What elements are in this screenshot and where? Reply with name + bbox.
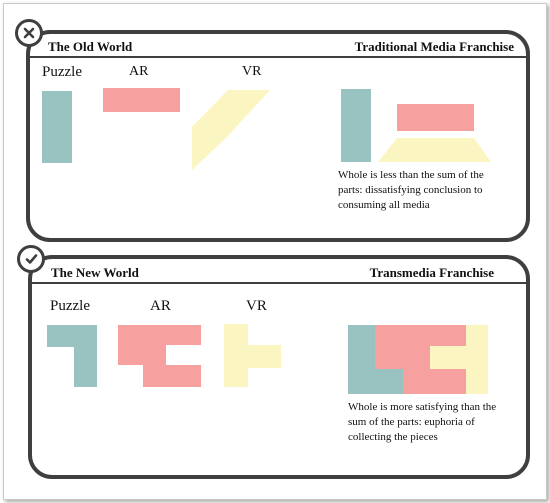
new-ar-piece <box>118 325 201 387</box>
new-world-caption: Whole is more satisfying than the sum of… <box>348 401 497 443</box>
old-combined-ar <box>397 104 474 131</box>
new-world-header-rule <box>32 282 526 284</box>
new-puzzle-label: Puzzle <box>50 298 90 314</box>
new-world-title: The New World <box>51 265 139 280</box>
checkmark-icon <box>17 245 45 273</box>
old-combined-puzzle <box>341 89 371 162</box>
new-combined-vr <box>430 325 488 394</box>
new-world-franchise-title: Transmedia Franchise <box>369 265 494 280</box>
old-world-franchise-title: Traditional Media Franchise <box>354 39 514 54</box>
new-ar-label: AR <box>150 298 171 314</box>
old-world-panel: The Old World Traditional Media Franchis… <box>26 30 530 242</box>
old-puzzle-piece <box>42 91 72 163</box>
old-world-header-rule <box>30 56 526 58</box>
old-world-title: The Old World <box>48 39 133 54</box>
new-vr-label: VR <box>246 298 267 314</box>
old-ar-label: AR <box>129 64 149 79</box>
old-puzzle-label: Puzzle <box>42 64 82 80</box>
new-puzzle-piece <box>47 325 97 387</box>
old-combined-vr <box>378 138 491 162</box>
old-vr-piece <box>192 90 270 170</box>
new-combined-puzzle <box>348 325 403 394</box>
old-world-caption: Whole is less than the sum of the parts:… <box>338 169 484 211</box>
new-combined-ar <box>375 325 466 394</box>
x-mark-icon <box>15 19 43 47</box>
old-ar-piece <box>103 88 180 112</box>
new-vr-piece <box>224 324 281 387</box>
old-vr-label: VR <box>242 64 262 79</box>
